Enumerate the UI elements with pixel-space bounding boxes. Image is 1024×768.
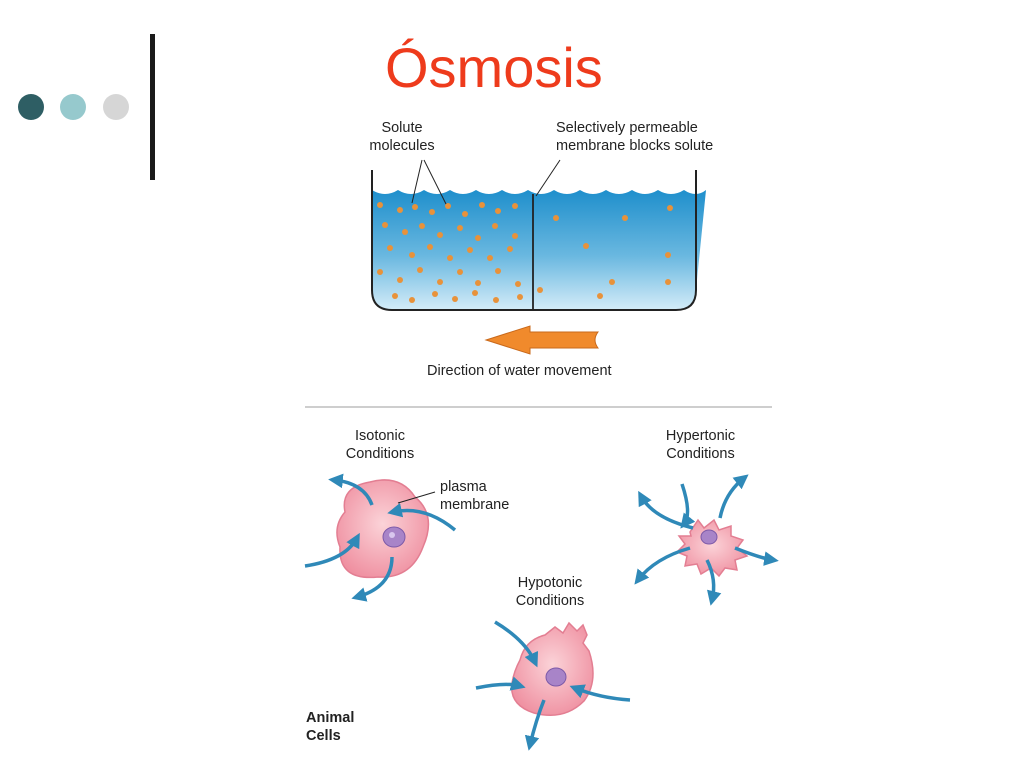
solute-molecules-label: Solute molecules xyxy=(369,120,435,154)
bullet-dot-dark xyxy=(18,94,44,120)
hypotonic-label: Hypotonic Conditions xyxy=(515,575,585,609)
isotonic-label: Isotonic Conditions xyxy=(345,428,415,462)
hypertonic-label: Hypertonic Conditions xyxy=(665,428,736,462)
solute-molecules xyxy=(377,202,673,303)
water-direction-arrow xyxy=(484,325,599,355)
membrane-label: Selectively permeable membrane blocks so… xyxy=(556,120,714,154)
beaker-water xyxy=(372,190,706,310)
hypotonic-arrows xyxy=(475,620,631,751)
hypertonic-arrows xyxy=(634,474,779,606)
title-divider-bar xyxy=(150,34,155,180)
animal-cells-label: Animal Cells xyxy=(306,710,355,744)
beaker-outline xyxy=(371,170,697,311)
bullet-dot-gray xyxy=(103,94,129,120)
bullet-dot-teal xyxy=(60,94,86,120)
direction-label: Direction of water movement xyxy=(427,363,612,379)
isotonic-cell xyxy=(336,479,430,579)
isotonic-arrows xyxy=(304,473,457,602)
hypotonic-cell xyxy=(510,621,594,716)
plasma-membrane-label: plasma membrane xyxy=(440,479,510,513)
slide-title: Ósmosis xyxy=(385,36,603,99)
